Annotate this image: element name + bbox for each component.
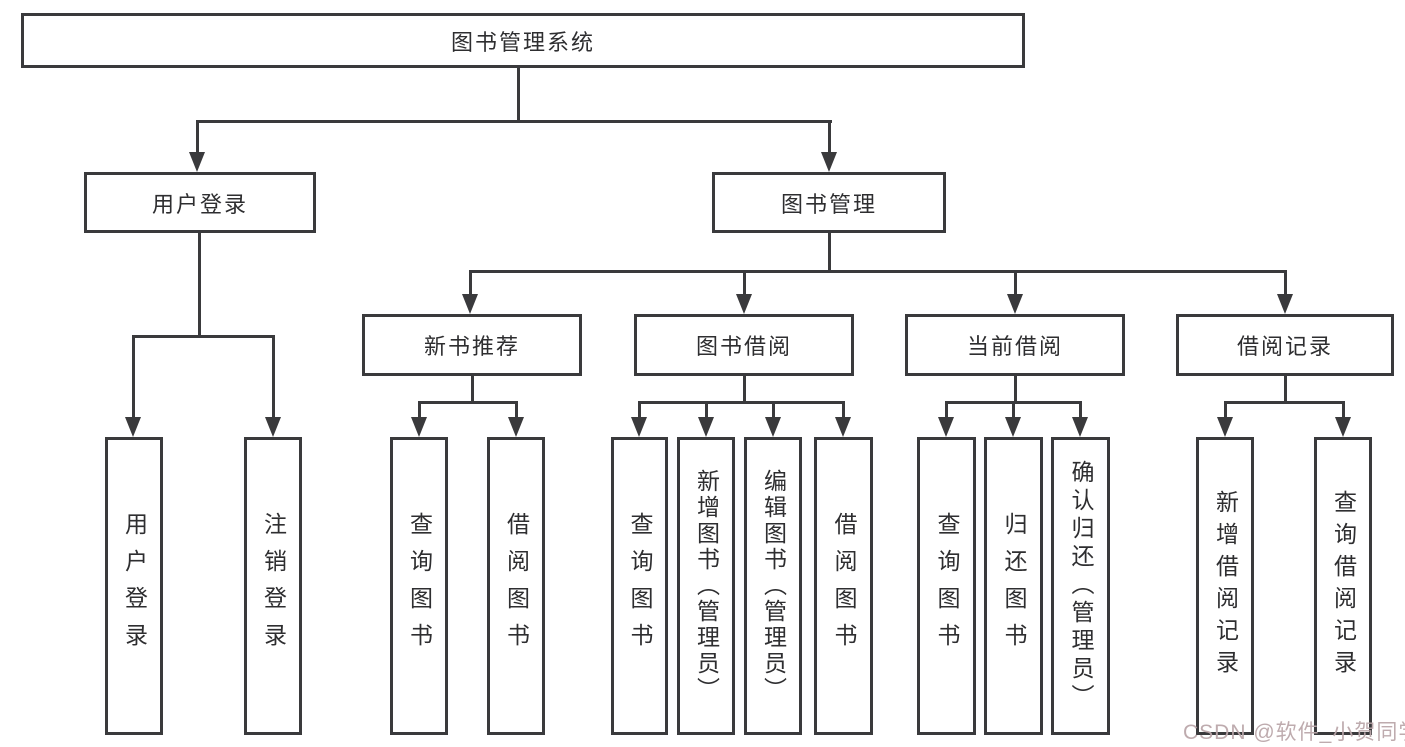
leaf-query-borrow-record: 查询借阅记录 (1314, 437, 1372, 735)
connector-drop (842, 401, 845, 417)
connector-drop-book-management (828, 120, 831, 155)
arrow-down-icon (508, 417, 524, 437)
arrow-down-icon (1007, 294, 1023, 314)
arrow-down-icon (1277, 294, 1293, 314)
arrow-down-icon (821, 152, 837, 172)
connector-drop-current-borrowing (1014, 270, 1017, 296)
connector-drop (1224, 401, 1227, 417)
leaf-borrow-books-borrowing: 借阅图书 (814, 437, 873, 735)
node-label: 借阅记录 (1236, 334, 1333, 359)
connector-user-login-stem (198, 233, 201, 335)
leaf-label: 编辑图书（管理员） (760, 469, 787, 703)
arrow-down-icon (1217, 417, 1233, 437)
node-label: 用户登录 (151, 191, 248, 217)
arrow-down-icon (698, 417, 714, 437)
node-borrowing-records: 借阅记录 (1176, 314, 1394, 376)
connector-borrowing-records-rail (1224, 401, 1345, 404)
connector-drop (1079, 401, 1082, 417)
arrow-down-icon (411, 417, 427, 437)
leaf-logout: 注销登录 (244, 437, 302, 735)
leaf-label: 查询图书 (406, 512, 433, 660)
connector-drop (638, 401, 641, 417)
node-label: 当前借阅 (966, 334, 1063, 359)
connector-drop-user-login (196, 120, 199, 155)
connector-book-mgmt-rail (469, 270, 1287, 273)
node-book-management: 图书管理 (712, 172, 946, 233)
leaf-label: 查询图书 (627, 512, 653, 660)
connector-drop (418, 401, 421, 417)
connector-drop (1012, 401, 1015, 417)
leaf-confirm-return-admin: 确认归还（管理员） (1051, 437, 1110, 735)
leaf-label: 查询借阅记录 (1330, 490, 1357, 682)
connector-drop (772, 401, 775, 417)
arrow-down-icon (265, 417, 281, 437)
connector-drop (515, 401, 518, 417)
connector-current-borrowing-stem (1014, 376, 1017, 401)
leaf-label: 借阅图书 (503, 512, 530, 660)
connector-new-book-stem (471, 376, 474, 401)
connector-drop (945, 401, 948, 417)
arrow-down-icon (938, 417, 954, 437)
connector-book-mgmt-stem (828, 233, 831, 270)
leaf-borrow-books-recommend: 借阅图书 (487, 437, 545, 735)
leaf-return-books: 归还图书 (984, 437, 1043, 735)
connector-drop (1342, 401, 1345, 417)
arrow-down-icon (189, 152, 205, 172)
arrow-down-icon (462, 294, 478, 314)
node-label: 图书管理 (780, 191, 877, 217)
arrow-down-icon (125, 417, 141, 437)
leaf-label: 确认归还（管理员） (1068, 460, 1094, 712)
connector-book-borrowing-stem (743, 376, 746, 401)
arrow-down-icon (1072, 417, 1088, 437)
leaf-label: 注销登录 (260, 512, 287, 660)
leaf-label: 查询图书 (934, 512, 960, 660)
node-new-book-recommend: 新书推荐 (362, 314, 582, 376)
leaf-query-books-borrowing: 查询图书 (611, 437, 668, 735)
connector-drop-leaf-user-login (132, 335, 135, 417)
arrow-down-icon (765, 417, 781, 437)
connector-root-rail (196, 120, 832, 123)
node-label: 图书借阅 (695, 334, 792, 359)
leaf-add-book-admin: 新增图书（管理员） (677, 437, 735, 735)
leaf-label: 归还图书 (1001, 512, 1027, 660)
arrow-down-icon (835, 417, 851, 437)
connector-root-stem (517, 68, 520, 120)
leaf-label: 新增借阅记录 (1212, 490, 1239, 682)
node-user-login: 用户登录 (84, 172, 316, 233)
leaf-label: 新增图书（管理员） (693, 469, 720, 703)
arrow-down-icon (1335, 417, 1351, 437)
arrow-down-icon (1005, 417, 1021, 437)
node-label: 图书管理系统 (450, 29, 595, 55)
arrow-down-icon (631, 417, 647, 437)
connector-drop-book-borrowing (743, 270, 746, 296)
leaf-query-books-current: 查询图书 (917, 437, 976, 735)
connector-drop-leaf-logout (272, 335, 275, 417)
arrow-down-icon (736, 294, 752, 314)
leaf-query-books-recommend: 查询图书 (390, 437, 448, 735)
connector-drop-borrowing-records (1284, 270, 1287, 296)
leaf-user-login: 用户登录 (105, 437, 163, 735)
leaf-label: 借阅图书 (831, 512, 857, 660)
leaf-edit-book-admin: 编辑图书（管理员） (744, 437, 802, 735)
connector-drop-new-book (469, 270, 472, 296)
leaf-add-borrow-record: 新增借阅记录 (1196, 437, 1254, 735)
node-current-borrowing: 当前借阅 (905, 314, 1125, 376)
leaf-label: 用户登录 (121, 512, 148, 660)
connector-book-borrowing-rail (638, 401, 845, 404)
connector-drop (705, 401, 708, 417)
connector-new-book-rail (418, 401, 518, 404)
csdn-watermark: CSDN @软件_小贺同学 (1183, 721, 1405, 744)
node-label: 新书推荐 (423, 334, 520, 359)
node-book-borrowing: 图书借阅 (634, 314, 854, 376)
connector-user-login-rail (132, 335, 275, 338)
node-library-management-system: 图书管理系统 (21, 13, 1025, 68)
connector-borrowing-records-stem (1284, 376, 1287, 401)
